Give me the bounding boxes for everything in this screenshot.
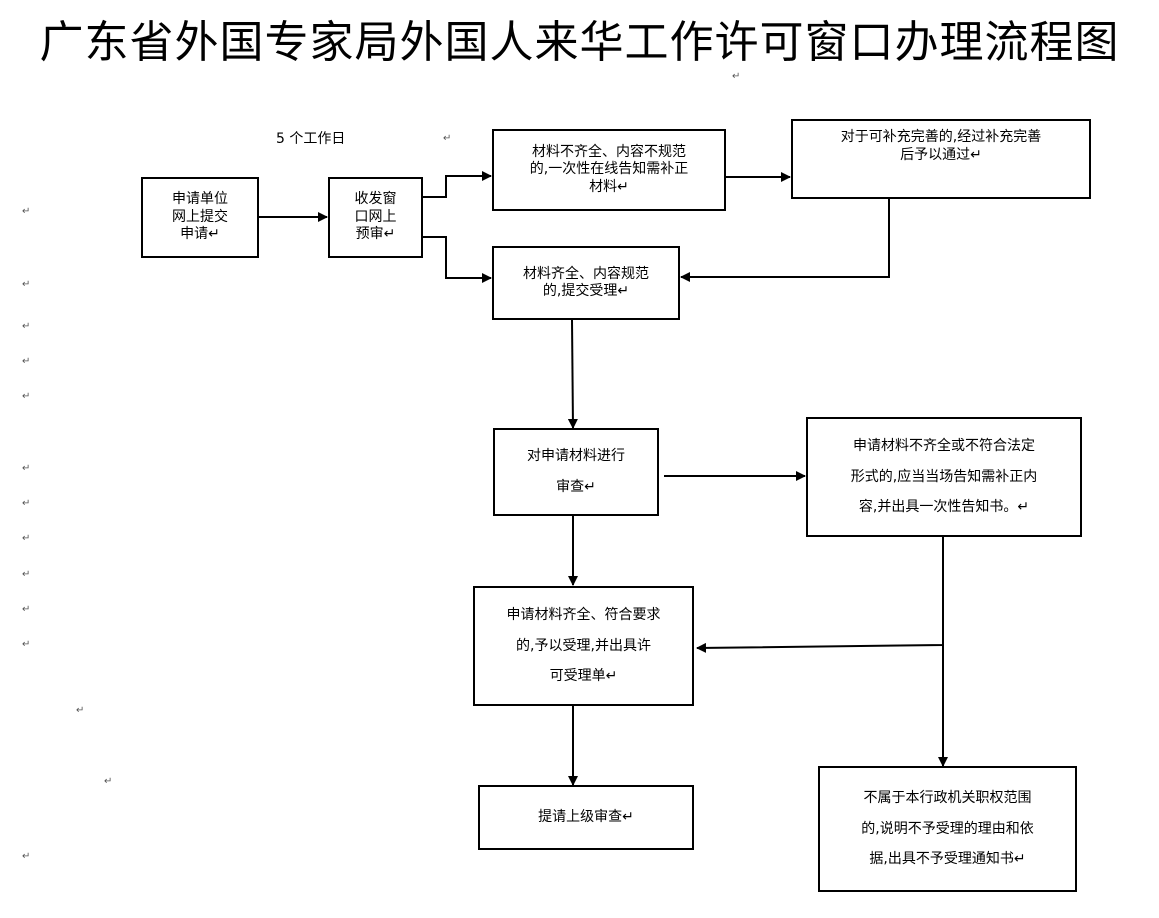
paragraph-mark: ↵ (22, 391, 31, 402)
node-nonconforming: 申请材料不齐全或不符合法定 形式的,应当当场告知需补正内 容,并出具一次性告知书… (806, 417, 1082, 537)
arrow-supplement-to-complete (680, 198, 890, 282)
page-title: 广东省外国专家局外国人来华工作许可窗口办理流程图 (39, 17, 1120, 68)
node-accept-application: 申请材料齐全、符合要求 的,予以受理,并出具许 可受理单↵ (473, 586, 694, 706)
paragraph-mark: ↵ (22, 498, 31, 509)
arrow-complete-to-review (567, 319, 578, 429)
node-incomplete-materials-label: 材料不齐全、内容不规范 的,一次性在线告知需补正 材料↵ (529, 143, 689, 195)
paragraph-mark: ↵ (22, 206, 31, 217)
node-accept-application-label: 申请材料齐全、符合要求 的,予以受理,并出具许 可受理单↵ (506, 606, 661, 685)
deadline-note: 5 个工作日 (276, 131, 346, 147)
paragraph-mark: ↵ (22, 604, 31, 615)
paragraph-mark: ↵ (22, 639, 31, 650)
node-complete-submit-label: 材料齐全、内容规范 的,提交受理↵ (523, 265, 649, 300)
paragraph-mark: ↵ (22, 851, 31, 862)
arrow-precheck-to-incomplete (423, 171, 492, 198)
paragraph-mark: ↵ (443, 133, 452, 144)
node-complete-submit: 材料齐全、内容规范 的,提交受理↵ (492, 246, 680, 320)
node-out-of-scope: 不属于本行政机关职权范围 的,说明不予受理的理由和依 据,出具不予受理通知书↵ (818, 766, 1077, 892)
paragraph-mark: ↵ (732, 71, 741, 82)
node-nonconforming-label: 申请材料不齐全或不符合法定 形式的,应当当场告知需补正内 容,并出具一次性告知书… (850, 437, 1038, 516)
node-incomplete-materials: 材料不齐全、内容不规范 的,一次性在线告知需补正 材料↵ (492, 129, 726, 211)
paragraph-mark: ↵ (22, 533, 31, 544)
node-escalate-review: 提请上级审查↵ (478, 785, 694, 850)
node-out-of-scope-label: 不属于本行政机关职权范围 的,说明不予受理的理由和依 据,出具不予受理通知书↵ (861, 789, 1034, 868)
node-review-materials-label: 对申请材料进行 审查↵ (527, 448, 625, 495)
node-window-precheck: 收发窗 口网上 预审↵ (328, 177, 423, 258)
node-escalate-review-label: 提请上级审查↵ (538, 808, 634, 825)
node-apply-online-label: 申请单位 网上提交 申请↵ (172, 191, 228, 243)
paragraph-mark: ↵ (22, 321, 31, 332)
paragraph-mark: ↵ (22, 569, 31, 580)
node-window-precheck-label: 收发窗 口网上 预审↵ (354, 191, 397, 243)
node-review-materials: 对申请材料进行 审查↵ (493, 428, 659, 516)
paragraph-mark: ↵ (76, 705, 85, 716)
node-apply-online: 申请单位 网上提交 申请↵ (141, 177, 259, 258)
node-supplement-approved: 对于可补充完善的,经过补充完善 后予以通过↵ (791, 119, 1091, 199)
node-supplement-approved-label: 对于可补充完善的,经过补充完善 后予以通过↵ (840, 129, 1042, 163)
paragraph-mark: ↵ (22, 356, 31, 367)
arrow-precheck-to-complete (423, 236, 492, 283)
paragraph-mark: ↵ (104, 776, 113, 787)
arrow-nonconform-to-accept (696, 537, 944, 653)
paragraph-mark: ↵ (22, 463, 31, 474)
paragraph-mark: ↵ (22, 279, 31, 290)
